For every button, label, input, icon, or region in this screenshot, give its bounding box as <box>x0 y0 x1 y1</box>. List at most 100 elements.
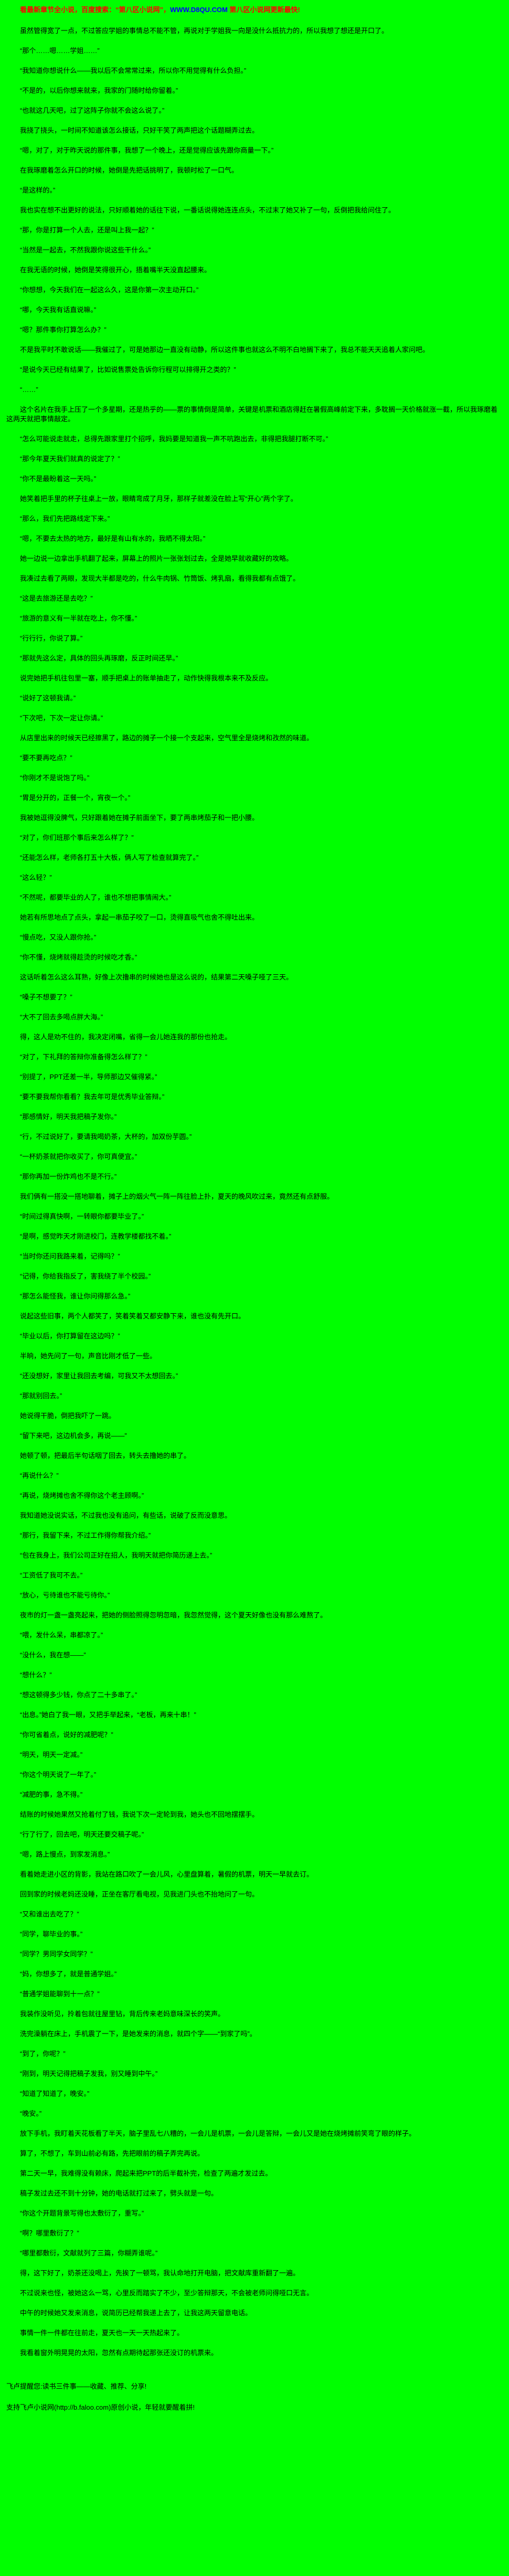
novel-paragraph: 我凑过去看了两眼，发现大半都是吃的，什么牛肉锅、竹筒饭、烤乳扇，看得我都有点饿了… <box>20 574 300 582</box>
novel-paragraph: “同学，聊毕业的事。” <box>20 1930 83 1938</box>
site-url-link[interactable]: WWW.D8QU.COM <box>170 6 228 14</box>
novel-paragraph: “没什么，我在想——” <box>20 1651 86 1659</box>
novel-paragraph: “留下来吧，这边机会多，再说——” <box>20 1432 127 1440</box>
novel-paragraph: 我被她逗得没脾气，只好跟着她在摊子前面坐下，要了两串烤茄子和一把小腰。 <box>20 814 259 822</box>
novel-paragraph: 在我琢磨着怎么开口的时候，她倒是先把话挑明了，我顿时松了一口气。 <box>20 166 239 174</box>
novel-paragraph: 我装作没听见，拎着包就往屋里钻，背后传来老妈意味深长的笑声。 <box>20 2010 225 2018</box>
novel-paragraph: 结账的时候她果然又抢着付了钱，我说下次一定轮到我，她头也不回地摆摆手。 <box>20 1811 259 1818</box>
novel-paragraph: “晚安。” <box>20 2110 42 2117</box>
novel-paragraph: “那就先这么定，具体的回头再琢磨，反正时间还早。” <box>20 654 178 662</box>
novel-paragraph: “那行，我留下来，不过工作得你帮我介绍。” <box>20 1531 151 1539</box>
novel-paragraph: 说完她把手机往包里一塞，顺手把桌上的账单抽走了，动作快得我根本来不及反应。 <box>20 674 273 682</box>
novel-paragraph: “你可省着点，说好的减肥呢？” <box>20 1731 113 1739</box>
novel-paragraph: “你想想，今天我们在一起这么久，这是你第一次主动开口。” <box>20 286 199 294</box>
novel-paragraph: 不是我平时不敢说话——我催过了，可是她那边一直没有动静，所以这件事也就这么不明不… <box>20 346 430 354</box>
novel-paragraph: “是说今天已经有结果了，比如说售票处告诉你行程可以排得开之类的？” <box>20 366 236 374</box>
novel-paragraph: 中午的时候她又发来消息，说简历已经帮我递上去了，让我这两天留意电话。 <box>20 2309 252 2317</box>
novel-paragraph: “那怎么能怪我，谁让你问得那么急。” <box>20 1292 131 1300</box>
novel-paragraph: 算了，不想了，车到山前必有路，先把眼前的稿子弄完再说。 <box>20 2149 205 2157</box>
novel-paragraph: “普通学姐能聊到十一点？” <box>20 1990 100 1998</box>
novel-paragraph: “想什么？” <box>20 1671 52 1679</box>
promo-text-right: 第八区小说网更新最快! <box>227 6 300 14</box>
novel-paragraph: 我也实在想不出更好的说法，只好顺着她的话往下说，一番话说得她连连点头，不过末了她… <box>20 206 396 214</box>
novel-paragraph: 我们俩有一搭没一搭地聊着，摊子上的烟火气一阵一阵往脸上扑，夏天的晚风吹过来，竟然… <box>20 1193 334 1200</box>
site-promo-banner: 看最新章节全小说，百度搜索：“第八区小说网”，WWW.D8QU.COM 第八区小… <box>6 5 503 15</box>
novel-paragraph: “放心，亏待谁也不能亏待你。” <box>20 1591 110 1599</box>
novel-paragraph: “你这个开题背景写得也太敷衍了，重写。” <box>20 2209 144 2217</box>
novel-paragraph: 夜市的灯一盏一盏亮起来，把她的侧脸照得忽明忽暗，我忽然觉得，这个夏天好像也没有那… <box>20 1611 327 1619</box>
novel-paragraph: “减肥的事，急不得。” <box>20 1791 83 1798</box>
novel-paragraph: “对了，你们班那个事后来怎么样了？” <box>20 834 134 842</box>
novel-paragraph: “慢点吃，又没人跟你抢。” <box>20 933 97 941</box>
novel-paragraph: 我挠了挠头，一时间不知道该怎么接话，只好干笑了两声把这个话题糊弄过去。 <box>20 126 259 134</box>
novel-paragraph: 从店里出来的时候天已经擦黑了，路边的摊子一个接一个支起来，空气里全是烧烤和孜然的… <box>20 734 314 742</box>
novel-paragraph: 事情一件一件都在往前走，夏天也一天一天热起来了。 <box>20 2329 184 2337</box>
novel-paragraph: 洗完澡躺在床上，手机震了一下，是她发来的消息，就四个字——“到家了吗”。 <box>20 2030 257 2038</box>
novel-paragraph: 她顿了顿，把最后半句话咽了回去，转头去撸她的串了。 <box>20 1452 191 1460</box>
novel-paragraph: 我看着窗外明晃晃的太阳，忽然有点期待起那张还没订的机票来。 <box>20 2349 218 2357</box>
novel-paragraph: “知道了知道了，晚安。” <box>20 2090 90 2098</box>
novel-paragraph: “不是的，以后你想来就来，我家的门随时给你留着。” <box>20 87 178 94</box>
novel-paragraph: 在我无语的时候，她倒是笑得很开心，捂着嘴半天没直起腰来。 <box>20 266 211 274</box>
faloo-url-link[interactable]: http://b.faloo.com <box>56 2403 109 2411</box>
novel-paragraph: “明天，明天一定减。” <box>20 1751 83 1759</box>
novel-paragraph: “嗯，不要去太热的地方，最好是有山有水的，我晒不得太阳。” <box>20 535 206 542</box>
novel-paragraph: “是啊，感觉昨天才刚进校门，连教学楼都找不着。” <box>20 1232 172 1240</box>
novel-paragraph: “别提了，PPT还差一半，导师那边又催得紧。” <box>20 1073 157 1081</box>
novel-paragraph: “那么，我们先把路线定下来。” <box>20 515 110 523</box>
novel-paragraph: “你这个明天说了一年了。” <box>20 1771 97 1779</box>
novel-paragraph: “也就这几天吧，过了这阵子你就不会这么说了。” <box>20 107 165 114</box>
novel-paragraph: “嗯，对了，对于昨天说的那件事，我想了一个晚上，还是觉得应该先跟你商量一下。” <box>20 146 274 154</box>
novel-paragraph: 这话听着怎么这么耳熟，好像上次撸串的时候她也是这么说的，结果第二天嗓子哑了三天。 <box>20 973 293 981</box>
novel-paragraph: “喂，发什么呆，串都凉了。” <box>20 1631 103 1639</box>
novel-paragraph: 她一边说一边拿出手机翻了起来，屏幕上的照片一张张划过去，全是她早就收藏好的攻略。 <box>20 555 293 562</box>
novel-paragraph: “……” <box>20 386 38 393</box>
novel-paragraph: 放下手机，我盯着天花板看了半天，脑子里乱七八糟的，一会儿是机票，一会儿是答辩，一… <box>20 2130 416 2137</box>
novel-paragraph: “哪，今天我有话直说嘛。” <box>20 306 97 314</box>
novel-paragraph: “那个……嗯……学姐……” <box>20 47 100 55</box>
novel-paragraph: 半晌，她先问了一句，声音比刚才低了一些。 <box>20 1352 157 1360</box>
novel-paragraph: 得，这人是劝不住的，我决定闭嘴，省得一会儿她连我的那份也抢走。 <box>20 1033 232 1041</box>
novel-paragraph: “不然呢，都要毕业的人了，谁也不想把事情闹大。” <box>20 893 172 901</box>
novel-paragraph: 她若有所思地点了点头，拿起一串茄子咬了一口，烫得直吸气也舍不得吐出来。 <box>20 913 259 921</box>
novel-paragraph: “刚到，明天记得把稿子发我，别又睡到中午。” <box>20 2070 158 2078</box>
novel-paragraph: “出息。”她白了我一眼，又把手举起来，“老板，再来十串！” <box>20 1711 196 1719</box>
novel-paragraph: “再说，烧烤摊也舍不得你这个老主顾啊。” <box>20 1492 144 1499</box>
novel-paragraph: “行行行，你说了算。” <box>20 634 83 642</box>
novel-paragraph: “大不了回去多喝点胖大海。” <box>20 1013 103 1021</box>
novel-paragraph: “怎么可能说走就走，总得先跟家里打个招呼，我妈要是知道我一声不吭跑出去，非得把我… <box>20 435 328 443</box>
novel-paragraph: “当时你还问我路来着，记得吗？” <box>20 1252 120 1260</box>
novel-paragraph: “想这顿得多少钱，你点了二十多串了。” <box>20 1691 137 1699</box>
novel-content: 虽然管得宽了一点，不过答应学姐的事情总不能不管，再说对于学姐我一向是没什么抵抗力… <box>6 26 503 2358</box>
novel-paragraph: “到了，你呢？” <box>20 2050 66 2058</box>
page-footer: 飞卢提醒您:读书三件事——收藏、推荐、分享! 支持飞卢小说网(http://b.… <box>6 2382 503 2412</box>
support-text-right: )原创小说，年轻就要醒着拼! <box>109 2403 195 2411</box>
support-text-left: 支持飞卢小说网( <box>6 2403 57 2411</box>
novel-paragraph: 她笑着把手里的杯子往桌上一放，眼睛弯成了月牙，那样子就差没在脸上写“开心”两个字… <box>20 495 298 503</box>
novel-paragraph: 稿子发过去还不到十分钟，她的电话就打过来了，劈头就是一句。 <box>20 2189 218 2197</box>
novel-paragraph: 说起这些旧事，两个人都笑了，笑着笑着又都安静下来，谁也没有先开口。 <box>20 1312 246 1320</box>
novel-paragraph: “那感情好，明天我把稿子发你。” <box>20 1113 117 1121</box>
novel-paragraph: “嗯？那件事你打算怎么办？” <box>20 326 107 334</box>
novel-paragraph: “嗯，路上慢点，到家发消息。” <box>20 1850 110 1858</box>
novel-paragraph: “包在我身上，我们公司正好在招人，我明天就把你简历递上去。” <box>20 1551 213 1559</box>
novel-paragraph: “是这样的。” <box>20 186 56 194</box>
novel-paragraph: “那你再加一份炸鸡也不是不行。” <box>20 1173 117 1180</box>
novel-paragraph: 第二天一早，我难得没有赖床，爬起来把PPT的后半截补完，检查了两遍才发过去。 <box>20 2169 272 2177</box>
novel-page: 看最新章节全小说，百度搜索：“第八区小说网”，WWW.D8QU.COM 第八区小… <box>6 5 503 2412</box>
novel-paragraph: “这么轻？” <box>20 874 52 881</box>
novel-paragraph: “当然是一起去，不然我跟你说这些干什么。” <box>20 246 151 254</box>
novel-paragraph: 虽然管得宽了一点，不过答应学姐的事情总不能不管，再说对于学姐我一向是没什么抵抗力… <box>20 27 389 35</box>
reminder-line: 飞卢提醒您:读书三件事——收藏、推荐、分享! <box>6 2382 147 2390</box>
promo-text-left: 看最新章节全小说，百度搜索：“第八区小说网”， <box>20 6 171 14</box>
novel-paragraph: 不过说来也怪，被她这么一骂，心里反而踏实了不少，至少答辩那天，不会被老师问得哑口… <box>20 2289 314 2297</box>
novel-paragraph: “那，你是打算一个人去，还是叫上我一起？” <box>20 226 154 234</box>
novel-paragraph: “行了行了，回去吧，明天还要交稿子呢。” <box>20 1830 144 1838</box>
novel-paragraph: “同学？男同学女同学？” <box>20 1950 93 1958</box>
novel-paragraph: “这是去旅游还是去吃？” <box>20 594 93 602</box>
novel-paragraph: “那就别回去。” <box>20 1392 62 1400</box>
novel-paragraph: “你刚才不是说饱了吗。” <box>20 774 90 782</box>
novel-paragraph: “你不是最盼着这一天吗。” <box>20 475 97 483</box>
novel-paragraph: “旅游的意义有一半就在吃上，你不懂。” <box>20 614 137 622</box>
novel-paragraph: “对了，下礼拜的答辩你准备得怎么样了？” <box>20 1053 147 1061</box>
